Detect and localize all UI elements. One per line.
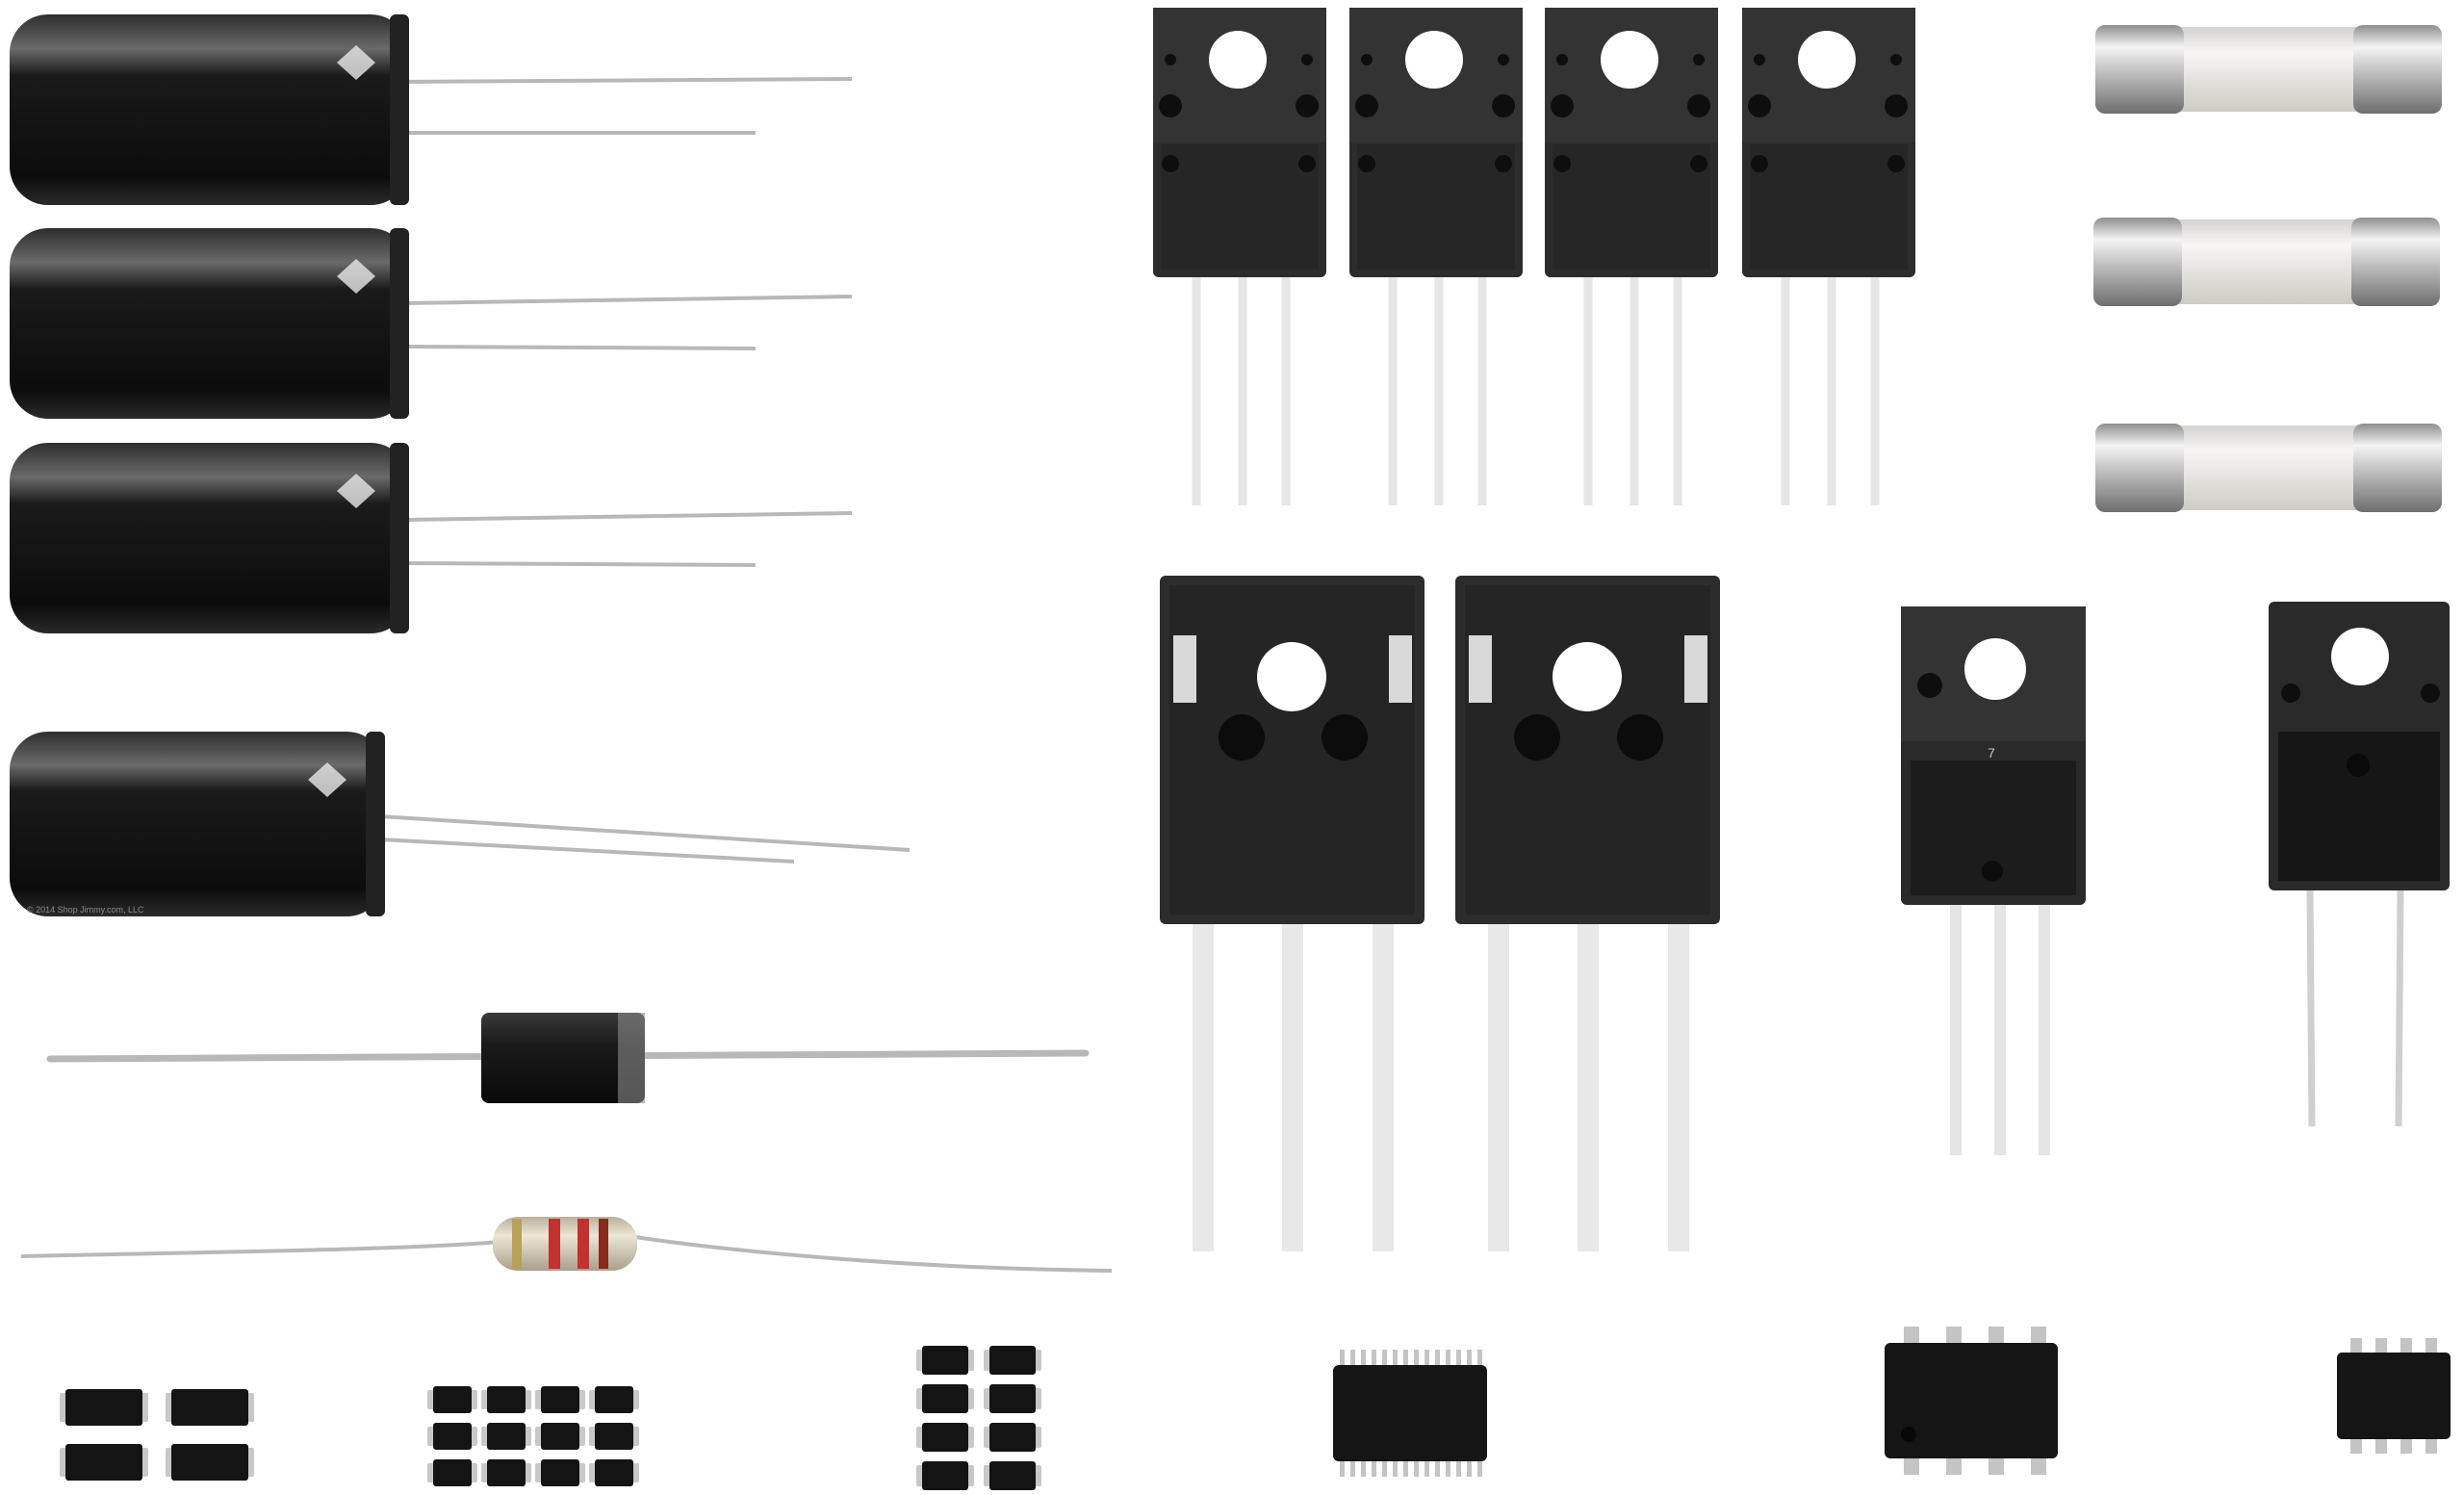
smd-part bbox=[535, 1386, 585, 1413]
to220-transistor bbox=[1545, 8, 1718, 505]
copyright-text: © 2014 Shop Jimmy.com, LLC bbox=[27, 905, 144, 915]
fuse bbox=[2095, 25, 2442, 114]
smd-part bbox=[984, 1384, 1041, 1413]
smd-part bbox=[427, 1386, 477, 1413]
capacitor: © 2014 Shop Jimmy.com, LLC bbox=[10, 732, 911, 916]
capacitor bbox=[10, 14, 853, 205]
smd-part bbox=[916, 1346, 974, 1375]
smd-part bbox=[427, 1459, 477, 1486]
to220-transistor-row bbox=[1153, 8, 1915, 505]
smd-part bbox=[427, 1423, 477, 1450]
smd-part bbox=[481, 1459, 531, 1486]
smd-part bbox=[166, 1389, 254, 1426]
smd-part bbox=[481, 1423, 531, 1450]
smd-part bbox=[984, 1423, 1041, 1452]
capacitor bbox=[10, 228, 853, 419]
to247-transistor bbox=[1455, 576, 1720, 1251]
to220-diode bbox=[2269, 602, 2450, 1127]
resistor bbox=[20, 1217, 1113, 1273]
smd-part bbox=[589, 1386, 639, 1413]
smd-part bbox=[916, 1384, 974, 1413]
smd-part bbox=[166, 1444, 254, 1481]
smd-part bbox=[589, 1459, 639, 1486]
smd-part bbox=[60, 1444, 148, 1481]
smd-part bbox=[535, 1459, 585, 1486]
ssop-chip bbox=[1333, 1350, 1487, 1477]
soic-chip bbox=[2337, 1338, 2451, 1454]
to220f-transistor: 7 bbox=[1901, 606, 2086, 1155]
body-marking: 7 bbox=[1988, 745, 1995, 760]
smd-part bbox=[984, 1461, 1041, 1490]
fuse bbox=[2093, 218, 2440, 306]
fuse-column bbox=[2093, 25, 2442, 512]
smd-part bbox=[589, 1423, 639, 1450]
to220-transistor bbox=[1153, 8, 1326, 505]
to247-transistor-row bbox=[1160, 576, 1720, 1251]
to220-transistor bbox=[1742, 8, 1915, 505]
smd-part bbox=[60, 1389, 148, 1426]
smd-part bbox=[481, 1386, 531, 1413]
fuse bbox=[2095, 424, 2442, 512]
smd-part bbox=[916, 1423, 974, 1452]
to220-transistor bbox=[1349, 8, 1523, 505]
capacitor bbox=[10, 443, 853, 633]
smd-part bbox=[535, 1423, 585, 1450]
smd-parts bbox=[60, 1346, 1041, 1490]
smd-part bbox=[984, 1346, 1041, 1375]
diode bbox=[46, 1013, 1090, 1103]
dip-chip bbox=[1885, 1327, 2058, 1475]
smd-part bbox=[916, 1461, 974, 1490]
to247-transistor bbox=[1160, 576, 1424, 1251]
